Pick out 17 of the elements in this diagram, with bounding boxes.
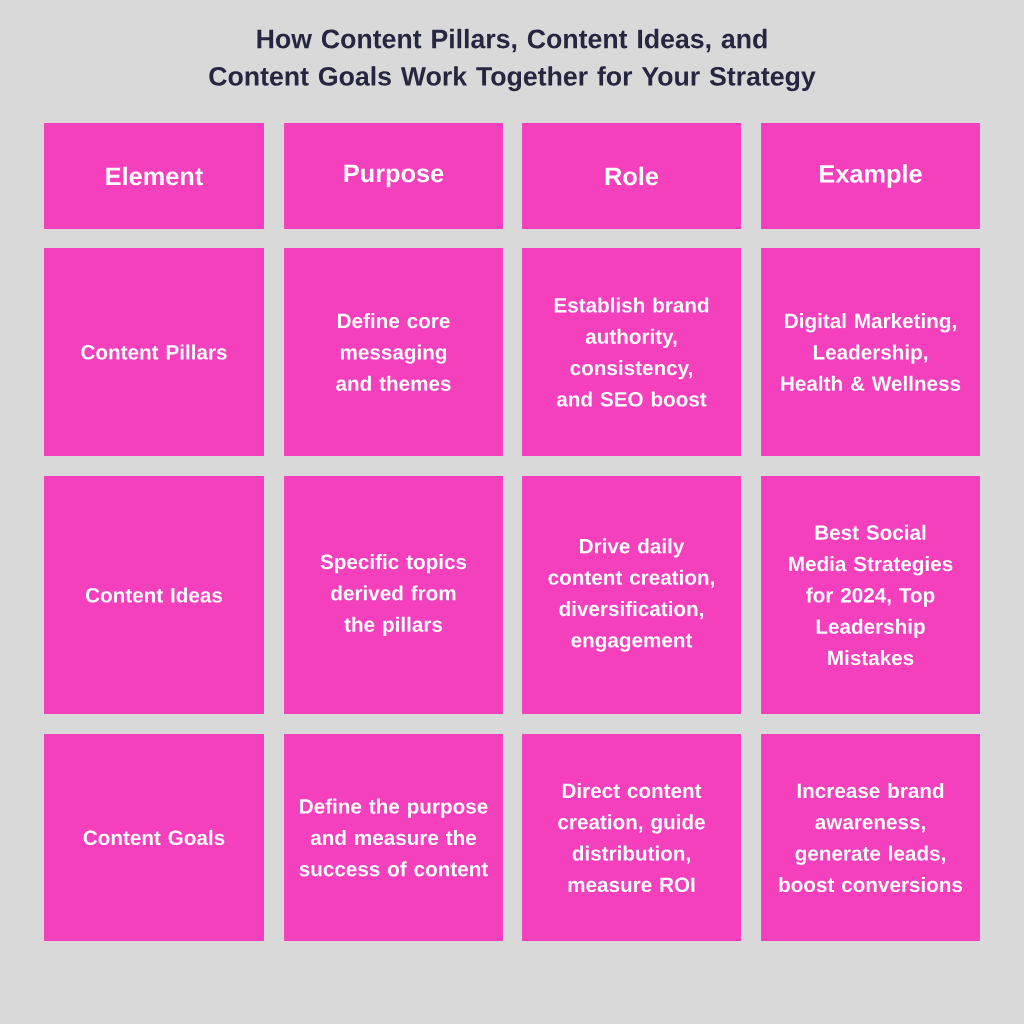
table-cell: Drive daily content creation, diversification, engagement [522, 476, 741, 714]
table-cell: Best Social Media Strategies for 2024, Top Leadership Mistakes [761, 476, 980, 714]
header-cell: Purpose [284, 123, 503, 229]
table-cell: Specific topics derived from the pillars [284, 476, 503, 714]
table-cell: Define the purpose and measure the success of content [284, 734, 503, 941]
header-cell: Role [522, 123, 741, 229]
table-cell: Content Pillars [44, 248, 264, 456]
table-cell: Establish brand authority, consistency, and SEO boost [522, 248, 741, 456]
table-cell: Digital Marketing, Leadership, Health & Wellness [761, 248, 980, 456]
table-cell: Content Goals [44, 734, 264, 941]
table-cell: Increase brand awareness, generate leads, boost conversions [761, 734, 980, 941]
header-cell: Example [761, 123, 980, 229]
table-cell: Define core messaging and themes [284, 248, 503, 456]
table-cell: Content Ideas [44, 476, 264, 714]
header-cell: Element [44, 123, 264, 229]
title: How Content Pillars, Content Ideas, and Content Goals Work Together for Your Strategy [209, 28, 816, 92]
table-cell: Direct content creation, guide distribution, measure ROI [522, 734, 741, 941]
